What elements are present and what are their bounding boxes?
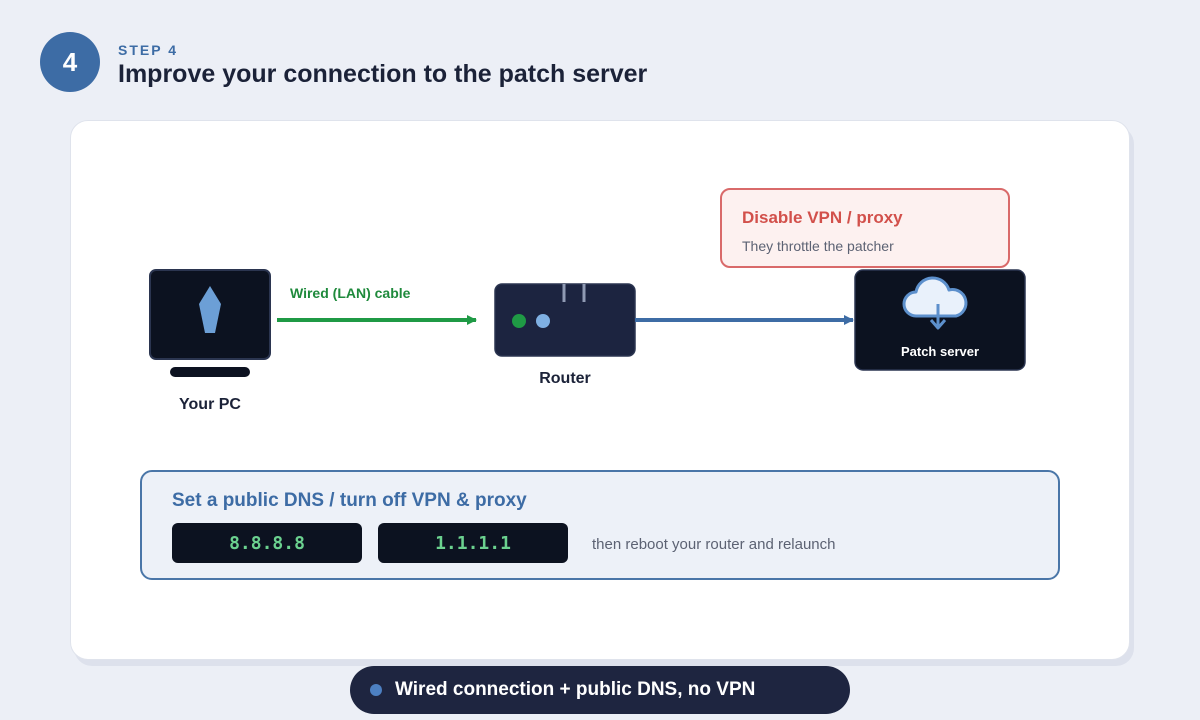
cable-label: Wired (LAN) cable (290, 285, 411, 301)
step-number-badge: 4 (40, 32, 100, 92)
dns-panel: Set a public DNS / turn off VPN & proxy … (140, 470, 1060, 580)
summary-dot (370, 684, 382, 696)
dns-server-primary: 8.8.8.8 (172, 523, 362, 563)
server-box (854, 269, 1026, 371)
pc-label: Your PC (179, 396, 241, 413)
router-label: Router (539, 370, 591, 387)
page-title: Improve your connection to the patch ser… (118, 60, 648, 88)
dns-panel-title: Set a public DNS / turn off VPN & proxy (172, 490, 527, 511)
cloud-download-icon (902, 276, 968, 330)
server-label: Patch server (900, 344, 980, 359)
summary-text: Wired connection + public DNS, no VPN (395, 679, 756, 700)
summary-pill: Wired connection + public DNS, no VPN (350, 666, 850, 714)
vpn-warning-subtitle: They throttle the patcher (742, 238, 894, 254)
vpn-warning-title: Disable VPN / proxy (742, 208, 903, 227)
step-label: STEP 4 (118, 42, 178, 58)
dns-panel-note: then reboot your router and relaunch (592, 536, 836, 553)
vpn-warning-callout: Disable VPN / proxy They throttle the pa… (720, 188, 1010, 268)
dns-server-secondary: 1.1.1.1 (378, 523, 568, 563)
router-icon (494, 283, 636, 357)
monitor-icon (149, 269, 271, 377)
